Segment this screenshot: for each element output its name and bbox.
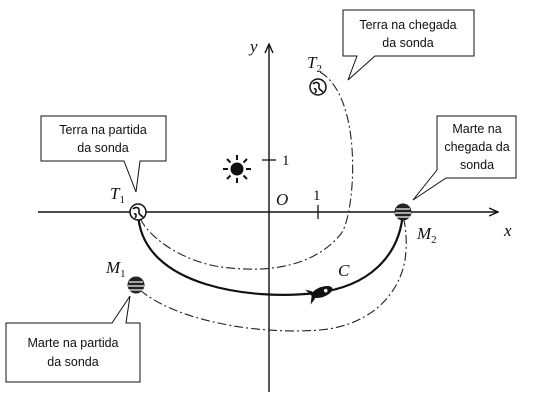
- callout-mars-arrival-line-2: chegada da: [444, 140, 509, 154]
- callout-mars-departure-line-1: Marte na partida: [27, 336, 118, 350]
- point-label-t2: T2: [307, 53, 322, 75]
- callout-earth-departure-line-2: da sonda: [77, 141, 128, 155]
- point-label-m2: M2: [416, 224, 437, 246]
- origin-label: O: [276, 190, 288, 209]
- mars-orbit: [139, 211, 407, 332]
- x-axis-label: x: [503, 221, 512, 240]
- transfer-trajectory: [136, 211, 405, 296]
- callout-mars-arrival-line-1: Marte na: [452, 122, 501, 136]
- callout-mars-arrival: Marte na chegada da sonda: [412, 115, 517, 201]
- callout-earth-arrival-line-1: Terra na chegada: [359, 18, 456, 32]
- x-tick-label: 1: [313, 188, 321, 204]
- point-label-m1: M1: [105, 258, 126, 280]
- mars-icon: [394, 203, 412, 221]
- callout-mars-arrival-line-3: sonda: [460, 158, 494, 172]
- point-label-c: C: [338, 261, 350, 280]
- point-label-t1: T1: [110, 184, 125, 206]
- y-axis-label: y: [248, 37, 258, 56]
- callout-earth-departure-line-1: Terra na partida: [59, 123, 147, 137]
- rocket-icon: [305, 285, 333, 305]
- sun-icon: [223, 155, 251, 183]
- earth-icon: [129, 203, 147, 221]
- y-tick-label: 1: [282, 153, 290, 169]
- callout-earth-arrival: Terra na chegada da sonda: [342, 9, 475, 81]
- callout-mars-departure-line-2: da sonda: [47, 355, 98, 369]
- callout-earth-arrival-line-2: da sonda: [382, 36, 433, 50]
- earth-orbit: [137, 71, 354, 270]
- callout-earth-departure: Terra na partida da sonda: [40, 115, 167, 193]
- mars-icon: [127, 276, 145, 294]
- earth-icon: [309, 78, 327, 96]
- callout-mars-departure: Marte na partida da sonda: [5, 295, 141, 383]
